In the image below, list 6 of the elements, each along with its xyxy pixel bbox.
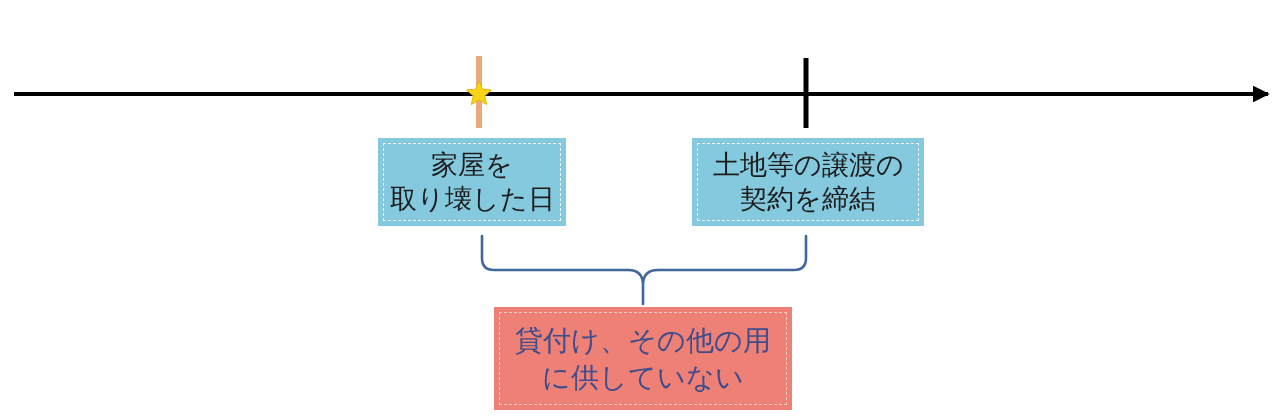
condition-card bbox=[494, 307, 792, 410]
card-text: 貸付け、その他の用に供していない bbox=[515, 322, 771, 396]
card-text: 家屋を取り壊した日 bbox=[389, 148, 555, 216]
card-text: 土地等の譲渡の契約を締結 bbox=[712, 148, 904, 216]
event-card bbox=[692, 138, 924, 226]
event-card bbox=[378, 138, 566, 226]
